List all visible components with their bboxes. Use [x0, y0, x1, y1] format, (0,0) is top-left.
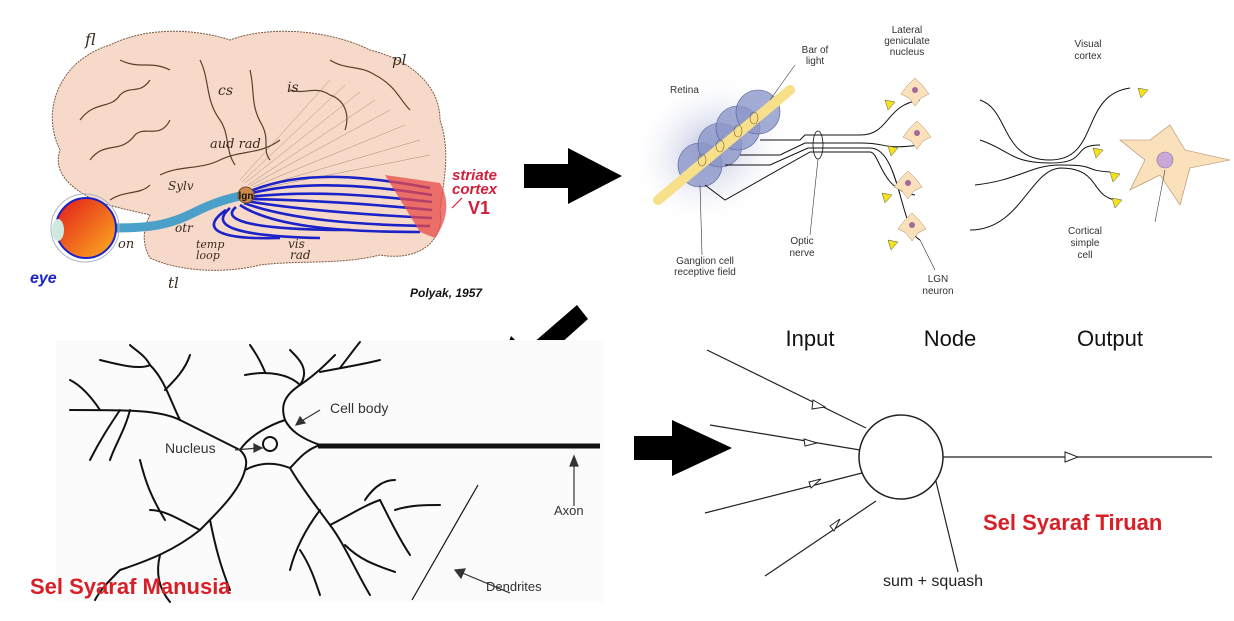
label-neuron: neuron	[922, 286, 953, 297]
arrow-right-icon	[524, 148, 622, 204]
node-function-label: sum + squash	[883, 573, 983, 590]
label-temp: temp	[196, 238, 224, 251]
input-edge-1	[706, 349, 867, 429]
label-is: is	[287, 80, 299, 96]
label-geniculate: geniculate	[884, 36, 930, 47]
label-cortical: Cortical	[1068, 226, 1102, 237]
v1-pointer	[451, 197, 463, 209]
brain-sulci	[79, 59, 411, 201]
lgn-label: lgn	[239, 191, 254, 202]
label-lateral: Lateral	[892, 25, 923, 36]
label-pl: pl	[392, 51, 407, 69]
label-nucleus: nucleus	[890, 47, 924, 58]
cortical-nucleus	[1156, 151, 1174, 169]
label-loop: loop	[196, 249, 220, 262]
node-callout-line	[931, 464, 959, 573]
striate-cortex-region	[385, 175, 447, 238]
input-edge-4	[764, 500, 877, 577]
nucleus-shape	[262, 436, 278, 452]
credit-text: Polyak, 1957	[410, 286, 483, 300]
input-edges	[704, 349, 1212, 577]
input-edge-2	[709, 424, 861, 451]
label-retina: Retina	[670, 85, 699, 96]
ganglion-rings	[697, 111, 759, 167]
node-circle	[858, 414, 944, 500]
title-artificial-neuron: Sel Syaraf Tiruan	[983, 510, 1162, 535]
leader-lines	[699, 64, 1166, 271]
label-axon: Axon	[554, 503, 584, 518]
synapse-terminals	[881, 87, 1149, 251]
label-on: on	[118, 237, 134, 252]
brain-illustration: lgn fl pl cs is aud rad Sylv otr temp lo…	[30, 30, 498, 300]
label-cs: cs	[218, 83, 233, 99]
label-dendrites: Dendrites	[486, 579, 542, 594]
label-ganglion-1: Ganglion cell	[676, 256, 734, 267]
label-striate: striate	[452, 167, 497, 184]
label-sylv: Sylv	[168, 179, 194, 193]
arrow-right-icon-2	[634, 420, 732, 476]
label-cortex: cortex	[452, 181, 498, 198]
label-cortex: cortex	[1074, 51, 1101, 62]
label-cell-body: Cell body	[330, 400, 388, 416]
visual-pathway-illustration: Retina Bar of light Lateral geniculate n…	[630, 25, 1231, 297]
label-light: light	[806, 56, 825, 67]
label-otr: otr	[175, 221, 194, 235]
lgn-node	[237, 186, 255, 204]
label-vis: vis	[288, 237, 305, 251]
label-v1: V1	[468, 198, 490, 218]
optic-nerve	[110, 190, 250, 233]
title-human-neuron: Sel Syaraf Manusia	[30, 574, 231, 599]
header-node: Node	[924, 326, 977, 351]
cortical-simple-cell	[1119, 124, 1231, 206]
lgn-neurons	[893, 77, 932, 242]
label-visual: Visual	[1074, 39, 1101, 50]
label-cell: cell	[1077, 250, 1092, 261]
label-fl: fl	[84, 30, 96, 49]
neuron-scan-background	[56, 340, 604, 602]
header-output: Output	[1077, 326, 1143, 351]
label-tl: tl	[168, 274, 179, 292]
label-nucleus: Nucleus	[165, 440, 216, 456]
biological-neuron-illustration: Cell body Nucleus Axon Dendrites Sel Sya…	[30, 340, 604, 603]
label-ganglion-2: receptive field	[674, 267, 736, 278]
artificial-neuron-diagram: Input Node Output sum + squash Sel Syara…	[704, 326, 1212, 590]
edge-arrowheads	[803, 399, 1080, 532]
eye-icon	[50, 193, 120, 263]
label-pointers	[234, 409, 579, 594]
dendrite-callout-line	[411, 484, 479, 601]
label-optic: Optic	[790, 236, 813, 247]
header-input: Input	[786, 326, 835, 351]
input-edge-3	[704, 472, 863, 514]
label-aud-rad: aud rad	[210, 137, 261, 152]
label-bar-of: Bar of	[802, 45, 829, 56]
label-nerve: nerve	[789, 248, 814, 259]
label-rad: rad	[290, 248, 311, 262]
label-eye: eye	[30, 270, 57, 287]
label-lgn: LGN	[928, 274, 949, 285]
label-simple: simple	[1071, 238, 1100, 249]
dendrite-branches	[69, 341, 441, 603]
